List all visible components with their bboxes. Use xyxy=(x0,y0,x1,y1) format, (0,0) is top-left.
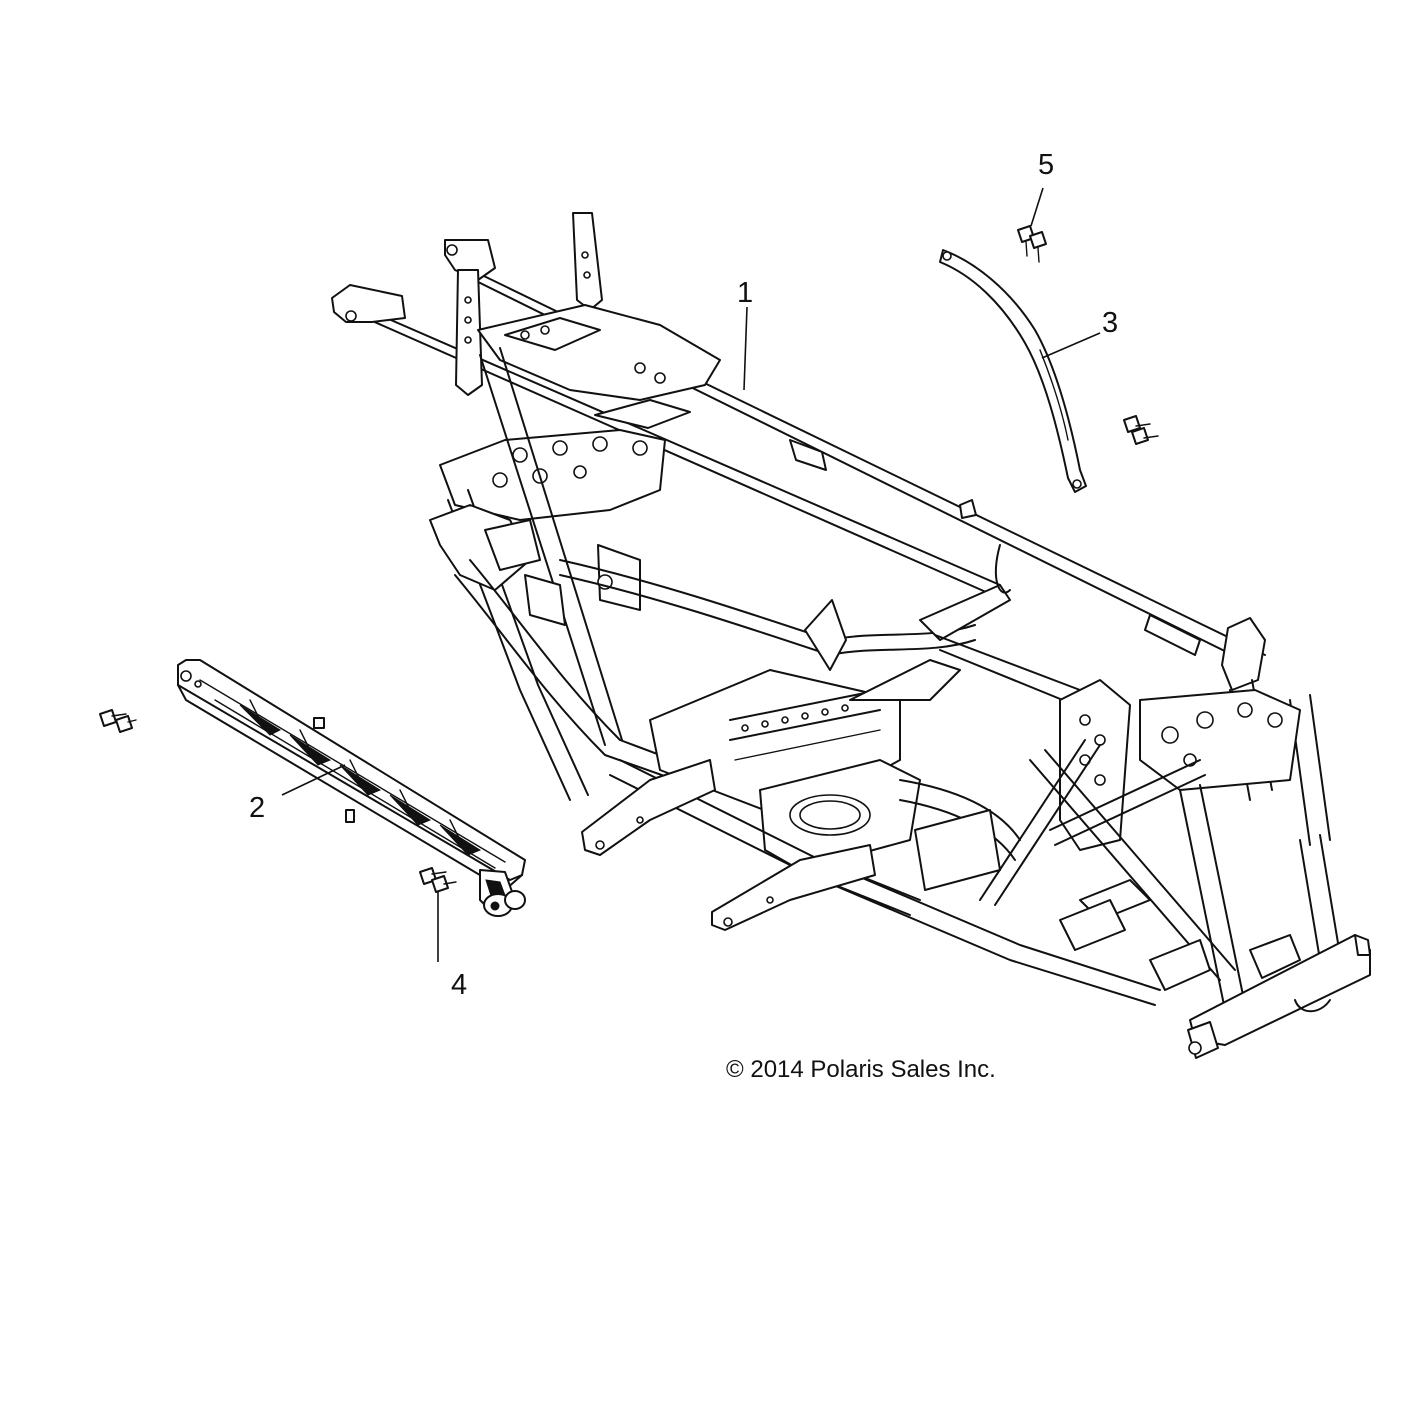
callout-3: 3 xyxy=(1102,307,1119,339)
bolt-group-right xyxy=(1123,415,1159,445)
bolt-group-left xyxy=(99,709,137,733)
leader-line-1 xyxy=(743,306,748,391)
copyright-notice: © 2014 Polaris Sales Inc. xyxy=(726,1056,996,1083)
leader-line-2 xyxy=(281,764,346,796)
callout-1: 1 xyxy=(737,277,754,309)
bolt-group-item-4 xyxy=(419,867,457,893)
callout-5: 5 xyxy=(1038,149,1055,181)
leader-line-3 xyxy=(1041,332,1101,359)
bolt-group-item-5 xyxy=(1017,225,1047,263)
side-rail-part xyxy=(177,659,526,917)
curved-brace-part xyxy=(939,249,1087,493)
callout-4: 4 xyxy=(451,969,468,1001)
callout-2: 2 xyxy=(249,792,266,824)
leader-line-5 xyxy=(1030,187,1044,227)
main-frame xyxy=(331,212,1371,1059)
